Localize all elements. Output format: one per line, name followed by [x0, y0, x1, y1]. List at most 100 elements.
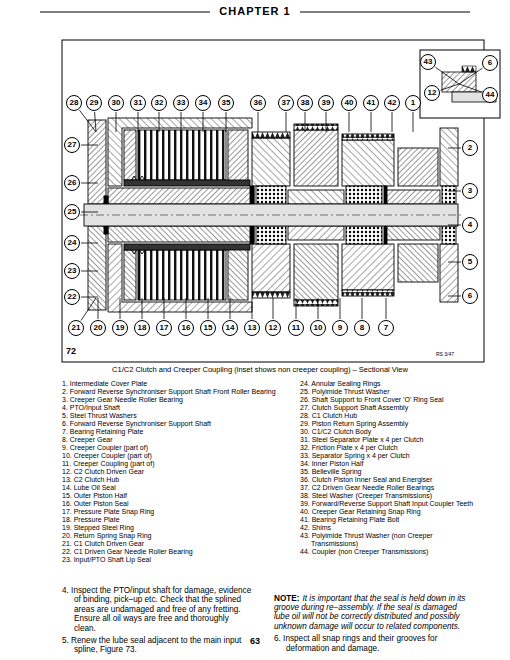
callout-number: 31 — [130, 95, 146, 111]
key-item: 1. Intermediate Cover Plate — [62, 380, 287, 388]
leader-line — [95, 112, 96, 132]
key-item: 32. Friction Plate x 4 per Clutch — [300, 444, 480, 452]
callout-number: 23 — [64, 263, 80, 279]
leader-line — [230, 298, 231, 319]
callout-number: 42 — [384, 95, 400, 111]
key-item: 21. C1 Clutch Driven Gear — [62, 540, 287, 548]
key-item: 23. Input/PTO Shaft Lip Seal — [62, 556, 287, 564]
callout-number: 36 — [250, 95, 266, 111]
callout-number: 25 — [64, 204, 80, 220]
key-item: 15. Outer Piston Half — [62, 492, 287, 500]
callout-number: 9 — [332, 320, 348, 336]
leader-line — [181, 112, 182, 132]
key-list-left: 1. Intermediate Cover Plate2. Forward Re… — [62, 380, 287, 564]
callout-number: 22 — [64, 289, 80, 305]
leader-line — [340, 298, 341, 319]
callout-number: 29 — [86, 95, 102, 111]
leader-line — [79, 110, 96, 132]
leader-line — [226, 112, 227, 132]
procedure-step: 6. Inspect all snap rings and their groo… — [274, 634, 470, 653]
key-item: 8. Creeper Gear — [62, 436, 287, 444]
callout-number: 43 — [420, 54, 436, 70]
callout-number: 1 — [405, 95, 421, 111]
key-item: 16. Outer Piston Seal — [62, 500, 287, 508]
leader-line — [441, 84, 459, 90]
callout-number: 3 — [462, 183, 478, 199]
key-item: 27. Clutch Support Shaft Assembly — [300, 404, 480, 412]
page-number: 63 — [245, 636, 265, 646]
leader-line — [138, 112, 139, 132]
key-item: 24. Annular Sealing Rings — [300, 380, 480, 388]
leader-line — [349, 112, 350, 132]
callout-number: 12 — [265, 320, 281, 336]
callout-number: 32 — [151, 95, 167, 111]
key-item: 26. Shaft Support to Front Cover 'O' Rin… — [300, 396, 480, 404]
callout-number: 33 — [173, 95, 189, 111]
leader-line — [98, 298, 99, 319]
leader-line — [186, 298, 187, 319]
key-item: 17. Pressure Plate Snap Ring — [62, 508, 287, 516]
figure-number: 72 — [66, 346, 76, 356]
key-item: 40. Creeper Gear Retaining Snap Ring — [300, 508, 480, 516]
callout-number: 15 — [200, 320, 216, 336]
leader-line — [203, 112, 204, 132]
leader-line — [448, 296, 461, 297]
leader-line — [296, 298, 297, 319]
callout-number: 19 — [112, 320, 128, 336]
callout-number: 6 — [462, 288, 478, 304]
leader-line — [448, 262, 461, 263]
body-column-right: NOTE:It is important that the seal is he… — [274, 594, 470, 656]
drawing-code: RS 3/47 — [436, 351, 454, 357]
leader-line — [362, 298, 363, 319]
key-item: 41. Bearing Retaining Plate Bolt — [300, 516, 480, 524]
note-paragraph: NOTE:It is important that the seal is he… — [274, 594, 470, 632]
key-item: 5. Steel Thrust Washers — [62, 412, 287, 420]
callout-number: 21 — [68, 320, 84, 336]
key-item: 4. PTO/Input Shaft — [62, 404, 287, 412]
callout-number: 17 — [156, 320, 172, 336]
leader-line — [459, 68, 483, 84]
leader-line — [81, 298, 96, 321]
leader-line — [81, 212, 98, 213]
key-item: 37. C2 Driven Gear Needle Roller Bearing… — [300, 484, 480, 492]
callout-number: 37 — [278, 95, 294, 111]
leader-line — [81, 297, 98, 298]
key-item: 43. Polyimide Thrust Washer (non Creeper… — [300, 532, 480, 548]
key-item: 13. C2 Clutch Hub — [62, 476, 287, 484]
body-column-left: 4. Inspect the PTO/input shaft for damag… — [62, 586, 252, 658]
key-item: 36. Clutch Piston Inner Seal and Energis… — [300, 476, 480, 484]
leader-line — [273, 298, 274, 319]
key-item: 35. Belleville Spring — [300, 468, 480, 476]
callout-number: 24 — [64, 235, 80, 251]
callout-number: 10 — [310, 320, 326, 336]
key-item: 25. Polyimide Thrust Washer — [300, 388, 480, 396]
callout-number: 18 — [134, 320, 150, 336]
procedure-step: 5. Renew the lube seal adjacent to the m… — [62, 636, 252, 655]
chapter-heading: CHAPTER 1 — [0, 5, 510, 17]
key-item: 2. Forward Reverse Synchroniser Support … — [62, 388, 287, 396]
key-item: 9. Creeper Coupler (part of) — [62, 444, 287, 452]
key-item: 42. Shims — [300, 524, 480, 532]
key-item: 19. Stepped Steel Ring — [62, 524, 287, 532]
note-heading: NOTE: — [274, 594, 299, 603]
key-item: 20. Return Spring Snap Ring — [62, 532, 287, 540]
key-item: 18. Pressure Plate — [62, 516, 287, 524]
leader-line — [286, 112, 287, 132]
callout-number: 6 — [482, 55, 498, 71]
callout-number: 38 — [297, 95, 313, 111]
leader-line — [81, 145, 98, 146]
key-item: 12. C2 Clutch Driven Gear — [62, 468, 287, 476]
callout-number: 40 — [341, 95, 357, 111]
leader-line — [448, 225, 461, 226]
callout-number: 39 — [318, 95, 334, 111]
note-text: It is important that the seal is held do… — [274, 594, 465, 631]
key-item: 10. Creeper Coupler (part of) — [62, 452, 287, 460]
procedure-step: 4. Inspect the PTO/input shaft for damag… — [62, 586, 252, 633]
key-item: 33. Separator Spring x 4 per Clutch — [300, 452, 480, 460]
callout-number: 41 — [363, 95, 379, 111]
leader-line — [81, 271, 98, 272]
callout-number: 34 — [195, 95, 211, 111]
figure-caption: C1/C2 Clutch and Creeper Coupling (inset… — [40, 365, 480, 374]
key-item: 3. Creeper Gear Needle Roller Bearing — [62, 396, 287, 404]
callout-number: 20 — [90, 320, 106, 336]
